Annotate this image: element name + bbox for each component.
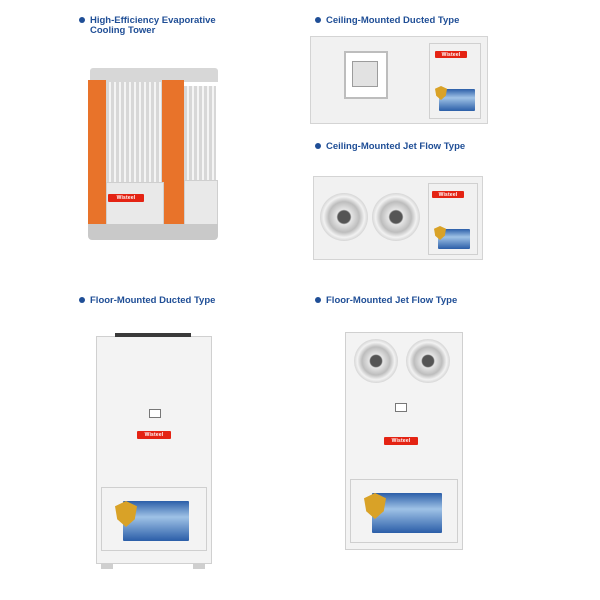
brand-label: Wisteel [435,51,467,58]
jet-nozzle [354,339,398,383]
ceiling-jet-caption: Ceiling-Mounted Jet Flow Type [315,142,465,152]
bullet-icon [315,143,321,149]
cooling-tower-image: Wisteel [84,64,224,242]
bullet-icon [315,17,321,23]
brand-label: Wisteel [384,437,418,445]
brand-label: Wisteel [432,191,464,198]
jet-nozzle [372,193,420,241]
ceiling-ducted-caption: Ceiling-Mounted Ducted Type [315,16,459,26]
spec-plate [434,226,470,249]
floor-jet-caption: Floor-Mounted Jet Flow Type [315,296,457,306]
ceiling-ducted-image: Wisteel [310,36,488,124]
floor-ducted-caption: Floor-Mounted Ducted Type [79,296,215,306]
bullet-icon [79,17,85,23]
control-panel [395,403,407,412]
spec-plate [435,86,475,111]
spec-plate [364,493,442,533]
brand-label: Wisteel [108,194,144,202]
floor-jet-image: Wisteel [345,332,463,550]
spec-plate [115,501,189,541]
ceiling-jet-image: Wisteel [313,176,483,260]
jet-nozzle [406,339,450,383]
floor-ducted-image: Wisteel [96,333,212,569]
bullet-icon [315,297,321,303]
control-panel [149,409,161,418]
cooling-tower-caption: High-Efficiency Evaporative Cooling Towe… [79,16,216,36]
bullet-icon [79,297,85,303]
jet-nozzle [320,193,368,241]
brand-label: Wisteel [137,431,171,439]
